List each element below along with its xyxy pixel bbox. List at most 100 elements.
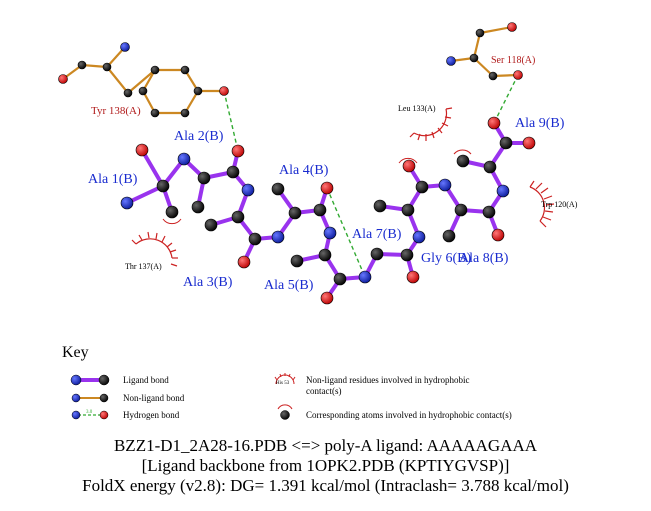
nitrogen-atom bbox=[177, 152, 191, 166]
trp120-tick bbox=[545, 203, 555, 206]
oxygen-atom bbox=[237, 255, 251, 269]
label-thr137: Thr 137(A) bbox=[125, 262, 162, 271]
nitrogen-atom bbox=[496, 184, 510, 198]
hydrophobic-atom-arc bbox=[398, 157, 418, 164]
carbon-atom bbox=[454, 203, 468, 217]
oxygen-atom bbox=[491, 228, 505, 242]
carbon-atom bbox=[456, 154, 470, 168]
oxygen-atom bbox=[320, 181, 334, 195]
label-tyr138: Tyr 138(A) bbox=[91, 105, 141, 117]
carbon-atom bbox=[180, 108, 190, 118]
ligand-bonds bbox=[125, 121, 531, 300]
ser118-sidechain bbox=[449, 25, 514, 63]
nitrogen-atom bbox=[438, 178, 452, 192]
key-eyelash-tick bbox=[279, 373, 282, 378]
label-ala7: Ala 7(B) bbox=[352, 227, 402, 242]
trp120-tick bbox=[529, 180, 535, 188]
trp120-tick bbox=[543, 195, 553, 200]
hydrogen-bonds bbox=[223, 74, 519, 278]
thr137-tick bbox=[169, 249, 177, 253]
tyr138-bond bbox=[105, 65, 130, 95]
key-nitrogen-atom bbox=[70, 374, 82, 386]
thr137-tick bbox=[131, 239, 137, 245]
leu133-tick bbox=[437, 127, 443, 134]
oxygen-atom bbox=[219, 86, 229, 96]
label-ala4: Ala 4(B) bbox=[279, 163, 329, 178]
label-trp120: Trp 120(A) bbox=[541, 200, 578, 209]
key-nitrogen-atom bbox=[71, 410, 81, 420]
caption-line-3: FoldX energy (v2.8): DG= 1.391 kcal/mol … bbox=[82, 476, 569, 495]
thr137-tick bbox=[155, 232, 158, 240]
carbon-atom bbox=[370, 247, 384, 261]
key-eyelash-tick bbox=[288, 373, 291, 378]
carbon-atom bbox=[482, 205, 496, 219]
trp120-tick bbox=[542, 216, 552, 221]
key-hydrogen-bond-label: Hydrogen bond bbox=[123, 410, 180, 420]
key-eyelash-tick bbox=[274, 376, 278, 381]
carbon-atom bbox=[442, 229, 456, 243]
label-leu133: Leu 133(A) bbox=[398, 104, 436, 113]
key-title: Key bbox=[62, 344, 89, 361]
trp120-eyelash bbox=[529, 180, 555, 228]
leu133-tick bbox=[445, 107, 453, 110]
key-nonligand-residues-line1: Non-ligand residues involved in hydropho… bbox=[306, 375, 469, 385]
carbon-atom bbox=[401, 203, 415, 217]
carbon-atom bbox=[102, 62, 112, 72]
carbon-atom bbox=[165, 205, 179, 219]
carbon-atom bbox=[313, 203, 327, 217]
oxygen-atom bbox=[487, 116, 501, 130]
label-ser118: Ser 118(A) bbox=[491, 55, 535, 66]
oxygen-atom bbox=[406, 270, 420, 284]
trp120-tick bbox=[539, 220, 547, 228]
key-ligand-bond-label: Ligand bond bbox=[123, 375, 169, 385]
carbon-atom bbox=[197, 171, 211, 185]
key-carbon-atom bbox=[98, 374, 110, 386]
label-ala5: Ala 5(B) bbox=[264, 278, 314, 293]
nitrogen-atom bbox=[358, 270, 372, 284]
key-eyelash-tick bbox=[292, 376, 296, 381]
trp120-tick bbox=[544, 210, 554, 213]
carbon-atom bbox=[248, 232, 262, 246]
key-atom-arc bbox=[277, 404, 293, 410]
tyr138-ring bbox=[141, 68, 200, 115]
key-ligand-bond: Ligand bond bbox=[70, 374, 169, 386]
hydrophobic-atom-arc bbox=[162, 218, 182, 225]
oxygen-atom bbox=[320, 291, 334, 305]
hydrophobic-residue-labels: Leu 133(A) Thr 137(A) Trp 120(A) bbox=[125, 104, 578, 271]
thr137-tick bbox=[161, 235, 166, 243]
key-his-label: His 53 bbox=[276, 381, 290, 386]
trp120-tick bbox=[535, 182, 543, 190]
key-non-ligand-bond: Non-ligand bond bbox=[71, 393, 185, 403]
carbon-atom bbox=[483, 160, 497, 174]
thr137-arc bbox=[135, 238, 173, 259]
carbon-atom bbox=[138, 86, 148, 96]
label-ala8: Ala 8(B) bbox=[459, 251, 509, 266]
carbon-atom bbox=[499, 136, 513, 150]
thr137-tick bbox=[170, 263, 178, 267]
hydrophobic-atom-marks bbox=[162, 149, 472, 225]
leu133-tick bbox=[431, 131, 435, 139]
hbond-tyr138-ala2 bbox=[223, 90, 239, 152]
ligand-labels: Ala 1(B) Ala 2(B) Ala 3(B) Ala 4(B) Ala … bbox=[88, 116, 565, 293]
key-non-ligand-bond-label: Non-ligand bond bbox=[123, 393, 185, 403]
key-hbond-distance: 3.0 bbox=[86, 410, 93, 415]
key-corresponding-atoms: Corresponding atoms involved in hydropho… bbox=[277, 404, 512, 420]
carbon-atom bbox=[150, 65, 160, 75]
carbon-atom bbox=[226, 165, 240, 179]
nitrogen-atom bbox=[323, 226, 337, 240]
nitrogen-atom bbox=[120, 42, 130, 52]
ser118-bond bbox=[472, 56, 495, 78]
key-hydrogen-bond: 3.0 Hydrogen bond bbox=[71, 410, 180, 420]
residue-labels: Tyr 138(A) Ser 118(A) bbox=[91, 55, 535, 117]
carbon-atom bbox=[373, 199, 387, 213]
nitrogen-atom bbox=[120, 196, 134, 210]
key-hydrophobic-residue: His 53 Non-ligand residues involved in h… bbox=[274, 373, 469, 396]
label-ala2: Ala 2(B) bbox=[174, 129, 224, 144]
leu133-tick bbox=[444, 116, 452, 119]
trp120-tick bbox=[540, 187, 549, 194]
oxygen-atom bbox=[231, 144, 245, 158]
carbon-atom bbox=[271, 182, 285, 196]
label-ala3: Ala 3(B) bbox=[183, 275, 233, 290]
carbon-atom bbox=[150, 108, 160, 118]
carbon-atom bbox=[191, 200, 205, 214]
